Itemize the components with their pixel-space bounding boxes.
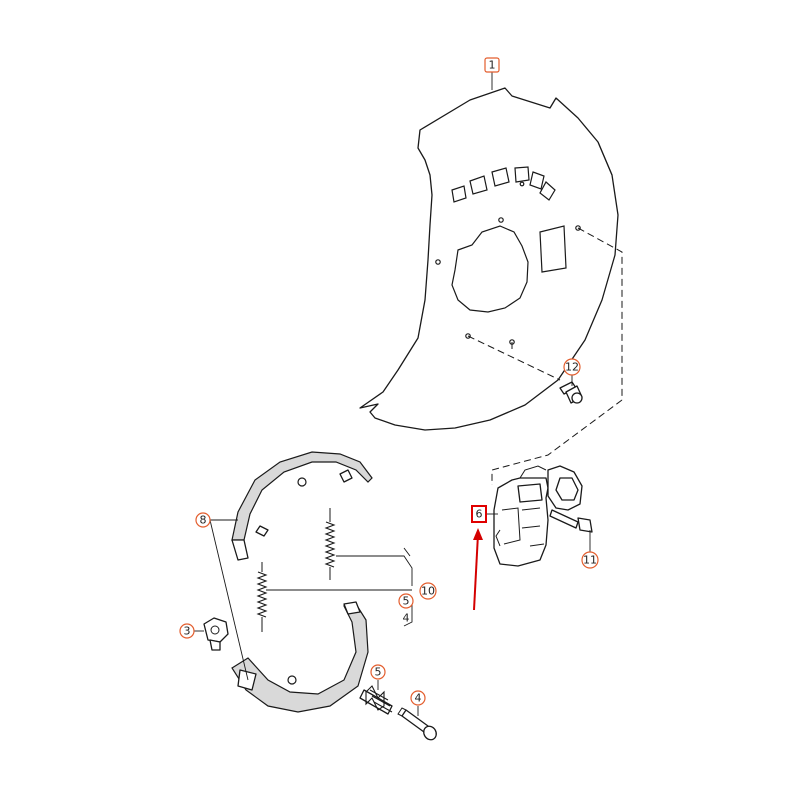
spring-upper [324,508,336,580]
backing-plate [359,87,619,431]
svg-text:6: 6 [476,508,483,521]
svg-text:11: 11 [583,554,597,567]
callout-1: 1 [484,57,500,73]
svg-text:1: 1 [489,59,496,72]
svg-text:8: 8 [200,514,207,527]
hold-down-spring [359,685,393,715]
callout-4-upper: 4 [403,612,410,625]
svg-text:5: 5 [375,666,382,679]
svg-text:3: 3 [184,625,191,638]
adjuster-nut [203,617,229,651]
callout-8: 8 [195,512,211,528]
callout-5-lower: 5 [370,664,386,680]
bolt-12 [559,381,583,404]
svg-text:10: 10 [421,585,435,598]
svg-text:4: 4 [403,612,410,625]
bolt-11 [549,509,593,533]
callout-3: 3 [179,623,195,639]
callout-10: 10 [419,582,437,600]
svg-text:12: 12 [565,361,579,374]
callout-6: 6 [471,505,487,523]
callout-4-lower: 4 [410,690,426,706]
callout-11: 11 [581,551,599,569]
brake-shoe-lower [231,601,369,713]
svg-text:4: 4 [415,692,422,705]
alignment-lines [467,227,623,485]
callout-5-upper: 5 [398,593,414,609]
svg-text:5: 5 [403,595,410,608]
hold-down-pin [397,707,437,741]
highlight-arrow [473,528,483,611]
brake-shoe-upper [231,451,373,561]
callout-12: 12 [563,358,581,376]
caliper-actuator [493,465,583,567]
spring-lower [256,562,268,632]
leader-lines [194,70,591,716]
